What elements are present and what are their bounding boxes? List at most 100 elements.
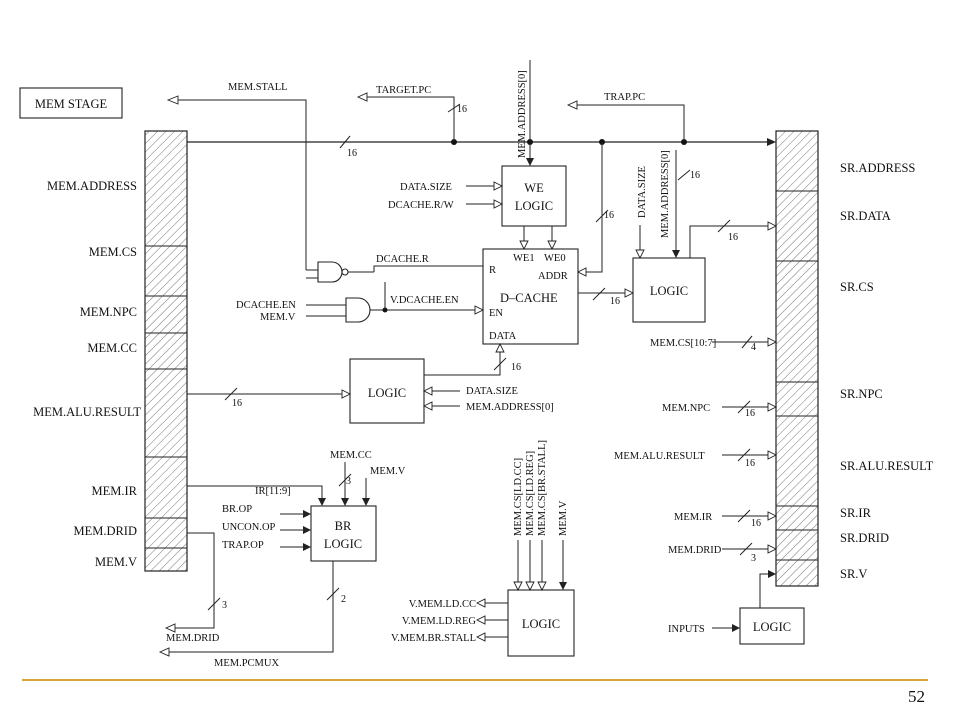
right-reg-label-drid: SR.DRID (840, 531, 889, 545)
mem-ir-right-wire (722, 509, 778, 523)
left-reg-label-ir: MEM.IR (92, 484, 138, 498)
bus-width-ir: 16 (751, 518, 761, 529)
mem-drid-label-right: MEM.DRID (668, 545, 722, 556)
dcache-r-signal-label: DCACHE.R (376, 254, 429, 265)
trap-pc-label: TRAP.PC (604, 92, 645, 103)
stage-title: MEM STAGE (35, 97, 108, 111)
mem-pcmux-wire (158, 561, 340, 657)
dcache-r-label: R (489, 265, 496, 276)
dcache-data-label: DATA (489, 331, 517, 342)
data-size-label-mid: DATA.SIZE (466, 386, 518, 397)
v-mem-ld-cc-label: V.MEM.LD.CC (409, 599, 476, 610)
right-reg-label-ir: SR.IR (840, 506, 872, 520)
target-pc-label: TARGET.PC (376, 85, 431, 96)
bus-width-alu-right: 16 (745, 458, 755, 469)
dcache-en-gate (306, 282, 485, 323)
mem-stall-label: MEM.STALL (228, 82, 288, 93)
bus-width-dcache-out: 16 (610, 296, 620, 307)
mem-v-label-control: MEM.V (558, 500, 569, 536)
logic-control-block (507, 589, 575, 657)
mem-cs-br-stall-label: MEM.CS[BR.STALL] (537, 440, 548, 536)
left-reg-label-v: MEM.V (95, 555, 137, 569)
dcache-en-label-in: DCACHE.EN (236, 300, 296, 311)
we-logic-label-1: WE (524, 181, 544, 195)
dcache-addr-label: ADDR (538, 271, 568, 282)
logic-right-label: LOGIC (650, 284, 688, 298)
logic-srv-label: LOGIC (753, 620, 791, 634)
we-logic-inputs (466, 181, 504, 209)
mem-cc-label: MEM.CC (330, 450, 372, 461)
logic-control-label: LOGIC (522, 617, 560, 631)
bus-width-address: 16 (347, 148, 357, 159)
mem-address0-label-right: MEM.ADDRESS[0] (660, 150, 671, 238)
bus-width-dcache-addr: 16 (604, 210, 614, 221)
dcache-r-gate (306, 261, 483, 283)
br-op-label: BR.OP (222, 504, 252, 515)
mem-alu-result-right-wire (722, 448, 778, 462)
mem-alu-result-label-right: MEM.ALU.RESULT (614, 451, 705, 462)
mem-cs-10-7-label: MEM.CS[10:7] (650, 338, 716, 349)
uncon-op-label: UNCON.OP (222, 522, 276, 533)
logic-srv-block (739, 607, 805, 645)
page-number: 52 (908, 687, 925, 706)
bus-width-dcache-data: 16 (511, 362, 521, 373)
left-reg-label-alu-result: MEM.ALU.RESULT (33, 405, 141, 419)
mem-ir-label-right: MEM.IR (674, 512, 712, 523)
bus-width-alu: 16 (232, 398, 242, 409)
logic-right-block (632, 257, 706, 323)
mem-address0-label-mid: MEM.ADDRESS[0] (466, 402, 554, 413)
inputs-label: INPUTS (668, 624, 705, 635)
v-mem-ld-reg-label: V.MEM.LD.REG (402, 616, 477, 627)
bus-width-cs: 4 (751, 342, 756, 353)
srv-wires (712, 570, 776, 632)
trap-pc-wire (566, 100, 691, 181)
br-logic-label-2: LOGIC (324, 537, 362, 551)
sr-data-wire (689, 219, 778, 258)
mem-v-label-br: MEM.V (370, 466, 406, 477)
bus-width-npc: 16 (745, 408, 755, 419)
left-reg-label-drid: MEM.DRID (73, 524, 137, 538)
left-reg-label-npc: MEM.NPC (80, 305, 137, 319)
ir-11-9-label: IR[11:9] (255, 486, 291, 497)
right-reg-label-address: SR.ADDRESS (840, 161, 915, 175)
dcache-block (482, 248, 579, 345)
dcache-en-label: EN (489, 308, 503, 319)
stage-title-box (19, 87, 123, 119)
mem-pipeline-register (144, 130, 188, 572)
logic-mid-block (349, 358, 425, 424)
mem-address0-label-top: MEM.ADDRESS[0] (517, 70, 528, 158)
right-reg-label-npc: SR.NPC (840, 387, 883, 401)
logic-mid-label: LOGIC (368, 386, 406, 400)
br-logic-label-1: BR (335, 519, 352, 533)
mem-v-label-gate: MEM.V (260, 312, 296, 323)
logic-control-outputs (475, 598, 508, 642)
dcache-title: D–CACHE (500, 291, 558, 305)
dcache-addr-wire (576, 142, 609, 277)
v-mem-br-stall-label: V.MEM.BR.STALL (391, 633, 476, 644)
right-reg-label-v: SR.V (840, 567, 867, 581)
sr-pipeline-register (775, 130, 819, 587)
data-size-label-right: DATA.SIZE (637, 166, 648, 218)
mem-npc-wire (722, 400, 778, 414)
left-reg-label-address: MEM.ADDRESS (47, 179, 137, 193)
we-outputs (519, 226, 557, 251)
bus-width-drid-out: 3 (222, 600, 227, 611)
bus-width-drid-right: 3 (751, 553, 756, 564)
br-logic-block (310, 505, 377, 562)
logic-control-inputs (513, 540, 567, 592)
logic-mid-to-dcache (424, 342, 507, 376)
we-logic-label-2: LOGIC (515, 199, 553, 213)
mem-cs-ld-reg-label: MEM.CS[LD.REG] (525, 451, 536, 536)
dcache-we1-label: WE1 (513, 253, 535, 264)
left-reg-label-cc: MEM.CC (87, 341, 137, 355)
bus-width-pcmux: 2 (341, 594, 346, 605)
bus-width-logic-addr: 16 (690, 170, 700, 181)
alu-result-wire (187, 387, 352, 401)
right-reg-label-cs: SR.CS (840, 280, 874, 294)
bus-width-sr-data: 16 (728, 232, 738, 243)
right-reg-label-data: SR.DATA (840, 209, 891, 223)
address-bus (187, 135, 776, 149)
logic-right-inputs (635, 150, 680, 260)
v-dcache-en-label: V.DCACHE.EN (390, 295, 459, 306)
